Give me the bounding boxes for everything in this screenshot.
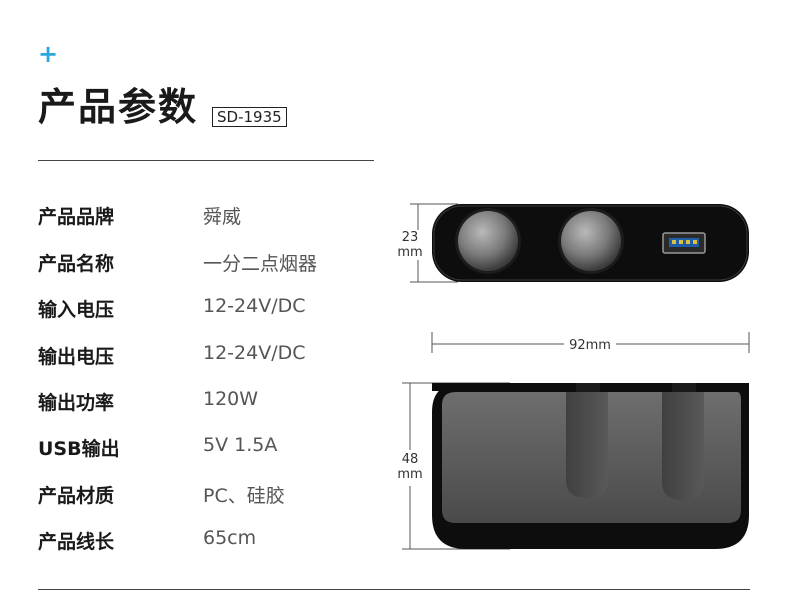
divider-bottom xyxy=(38,589,750,590)
dim-label-front-height: 48 xyxy=(402,452,419,467)
spec-value: PC、硅胶 xyxy=(203,485,285,507)
top-view-edge xyxy=(433,205,748,281)
spec-label: 产品名称 xyxy=(38,253,115,275)
spec-label: 输入电压 xyxy=(38,299,115,321)
spec-label: 产品材质 xyxy=(38,485,115,507)
plus-icon: + xyxy=(38,40,59,68)
dim-label-width: 92mm xyxy=(569,338,611,353)
spec-label: 输出电压 xyxy=(38,346,115,368)
dim-label-backdrop xyxy=(394,450,426,486)
front-view: 92mm 48 mm xyxy=(394,332,750,550)
spec-row-name: 产品名称 一分二点烟器 xyxy=(38,249,378,279)
spec-value: 5V 1.5A xyxy=(203,434,278,456)
spec-value: 12-24V/DC xyxy=(203,295,306,317)
socket-right-icon xyxy=(561,211,621,271)
spec-row-usb-output: USB输出 5V 1.5A xyxy=(38,434,378,464)
cable-slot-right xyxy=(662,392,704,500)
spec-value: 65cm xyxy=(203,527,257,549)
cable-slot-left xyxy=(566,392,608,498)
top-view: 23 mm xyxy=(397,203,749,283)
spec-row-material: 产品材质 PC、硅胶 xyxy=(38,481,378,511)
dim-label-top-height: 23 xyxy=(402,230,419,245)
model-badge: SD-1935 xyxy=(212,107,287,127)
dim-label-front-unit: mm xyxy=(397,467,422,482)
spec-row-brand: 产品品牌 舜威 xyxy=(38,202,378,232)
spec-value: 一分二点烟器 xyxy=(203,253,318,275)
spec-label: 产品品牌 xyxy=(38,206,115,228)
dim-label-top-unit: mm xyxy=(397,245,422,260)
spec-value: 12-24V/DC xyxy=(203,342,306,364)
spec-row-output-voltage: 输出电压 12-24V/DC xyxy=(38,342,378,372)
product-dimension-diagram: 23 mm 92mm 48 mm xyxy=(394,203,750,550)
spec-row-output-power: 输出功率 120W xyxy=(38,388,378,418)
socket-left-icon xyxy=(458,211,518,271)
spec-row-input-voltage: 输入电压 12-24V/DC xyxy=(38,295,378,325)
spec-label: 输出功率 xyxy=(38,392,115,414)
spec-label: 产品线长 xyxy=(38,531,115,553)
divider-top xyxy=(38,160,374,161)
spec-value: 舜威 xyxy=(203,206,242,228)
dim-label-backdrop xyxy=(412,230,426,260)
usb-port-icon xyxy=(662,232,706,254)
page-title: 产品参数 xyxy=(38,85,199,129)
spec-value: 120W xyxy=(203,388,259,410)
notch-right xyxy=(672,383,696,392)
spec-label: USB输出 xyxy=(38,438,120,460)
spec-row-cable-length: 产品线长 65cm xyxy=(38,527,378,557)
dim-label-backdrop xyxy=(564,334,616,352)
notch-left xyxy=(576,383,600,392)
